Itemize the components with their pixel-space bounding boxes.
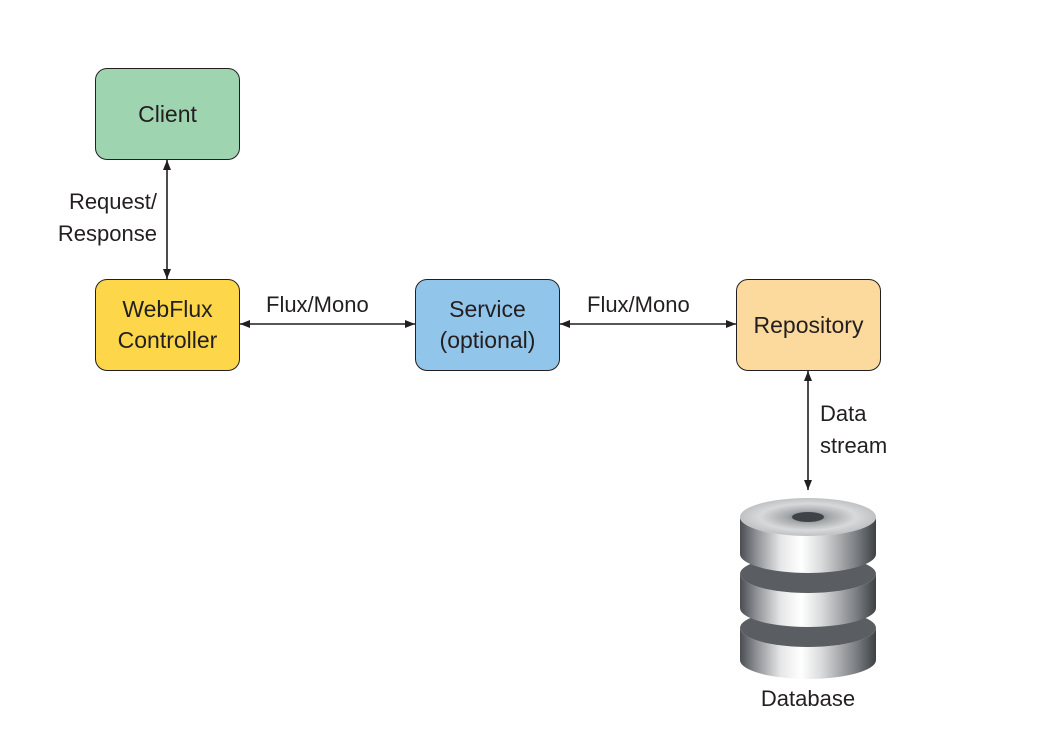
data-stream-line1: Data bbox=[820, 401, 867, 426]
request-label-line2: Response bbox=[57, 221, 157, 246]
service-repository-flux-mono-label: Flux/Mono bbox=[587, 292, 690, 317]
repository-node: Repository bbox=[736, 279, 881, 371]
service-label-line2: (optional) bbox=[439, 327, 536, 353]
repository-label: Repository bbox=[753, 311, 864, 338]
service-label-line1: Service bbox=[449, 296, 526, 322]
client-label: Client bbox=[138, 100, 197, 127]
service-node: Service (optional) bbox=[415, 279, 560, 371]
webflux-controller-node: WebFlux Controller bbox=[95, 279, 240, 371]
controller-label-line2: Controller bbox=[117, 327, 218, 353]
request-label-line1: Request/ bbox=[68, 189, 157, 214]
controller-service-flux-mono-label: Flux/Mono bbox=[266, 292, 369, 317]
controller-label-line1: WebFlux bbox=[122, 296, 213, 322]
database-icon bbox=[740, 498, 876, 679]
data-stream-label: Data stream bbox=[820, 398, 887, 462]
request-response-label: Request/ Response bbox=[58, 186, 157, 250]
data-stream-line2: stream bbox=[820, 433, 888, 458]
client-node: Client bbox=[95, 68, 240, 160]
database-label: Database bbox=[760, 686, 856, 711]
